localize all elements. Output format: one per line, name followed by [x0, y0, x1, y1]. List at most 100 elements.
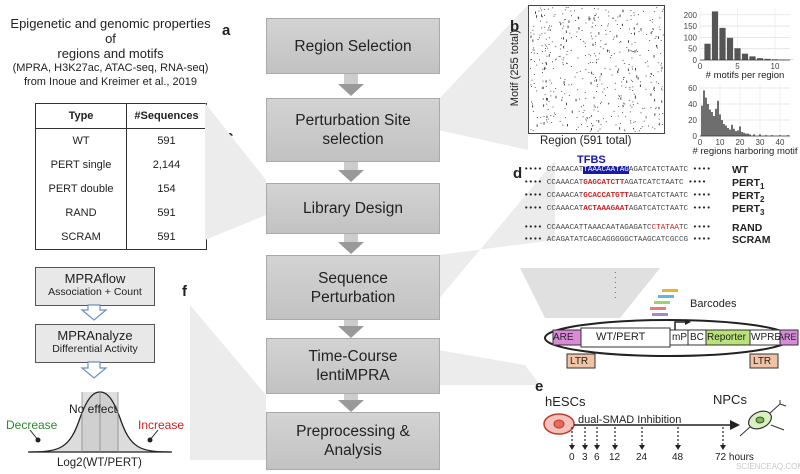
wedge-to-panel-d — [438, 160, 555, 300]
matrix-dot — [618, 106, 620, 107]
panel-label-b: b — [510, 18, 520, 35]
matrix-dot — [571, 66, 572, 67]
matrix-dot — [561, 37, 563, 39]
matrix-dot — [530, 67, 531, 69]
library-funnel — [520, 268, 660, 318]
matrix-dot — [594, 20, 596, 21]
matrix-dot — [588, 54, 590, 55]
matrix-dot — [609, 68, 611, 70]
matrix-dot — [650, 81, 652, 83]
matrix-dot — [590, 32, 592, 34]
matrix-dot — [595, 35, 597, 37]
step-label: Preprocessing & — [296, 423, 410, 440]
matrix-dot — [532, 106, 534, 108]
matrix-dot — [561, 91, 563, 92]
sequence-ellipsis: •••• — [683, 179, 707, 187]
sequence-row: •••• CCAAACATGCACCATGTTAGATCATCTAATC •••… — [524, 192, 711, 200]
matrix-dot — [539, 59, 540, 61]
matrix-dot — [589, 117, 590, 119]
matrix-dot — [613, 36, 615, 38]
distribution-xlabel: Log2(WT/PERT) — [57, 457, 142, 469]
matrix-dot — [643, 10, 644, 12]
matrix-dot — [634, 32, 635, 35]
matrix-dot — [585, 22, 587, 24]
matrix-dot — [546, 97, 547, 101]
matrix-dot — [552, 41, 554, 43]
flow-arrow-3 — [338, 242, 364, 254]
matrix-dot — [591, 123, 592, 124]
matrix-dot — [552, 7, 554, 9]
sequence-flank: AGATCATCTAATC — [624, 179, 684, 187]
matrix-dot — [546, 115, 548, 119]
matrix-dot — [543, 67, 545, 71]
matrix-dot — [559, 48, 561, 50]
matrix-dot — [566, 39, 567, 42]
histogram-bar — [723, 124, 725, 136]
matrix-dot — [542, 16, 543, 18]
timepoint-12: 12 — [609, 452, 621, 463]
sequence-type-label: PERT3 — [732, 203, 765, 218]
matrix-dot — [629, 87, 631, 88]
matrix-dot — [577, 89, 579, 91]
matrix-dot — [637, 23, 638, 25]
matrix-dot — [658, 36, 659, 39]
matrix-dot — [594, 80, 596, 82]
step-preprocessing-analysis: Preprocessing & Analysis — [266, 412, 440, 470]
sequence-ellipsis: •••• — [688, 236, 711, 244]
matrix-dot — [619, 14, 621, 17]
matrix-dot — [617, 70, 619, 73]
matrix-dot — [579, 98, 580, 100]
y-tick-label: 0 — [693, 132, 698, 141]
matrix-dot — [555, 95, 557, 99]
matrix-dot — [533, 110, 534, 112]
table-cell-count: 154 — [126, 177, 206, 201]
matrix-dot — [613, 110, 615, 112]
matrix-dot — [567, 123, 568, 127]
matrix-dot — [628, 99, 630, 101]
matrix-dot — [602, 48, 604, 50]
histogram-bar — [727, 128, 729, 136]
matrix-dot — [554, 114, 556, 115]
matrix-dot — [558, 56, 560, 58]
matrix-dot — [628, 49, 630, 52]
matrix-dot — [531, 79, 533, 81]
matrix-dot — [540, 116, 542, 118]
wt-pert-label: WT/PERT — [596, 331, 646, 343]
step-label: Analysis — [324, 442, 382, 459]
matrix-dot — [661, 89, 663, 91]
matrix-dot — [618, 96, 620, 97]
matrix-dot — [551, 25, 553, 27]
matrix-dot — [607, 49, 608, 52]
matrix-dot — [614, 82, 616, 84]
bc-label: BC — [690, 332, 704, 343]
matrix-dot — [645, 75, 647, 77]
histogram-bar — [731, 124, 733, 136]
sequence-type-label: PERT2 — [732, 190, 765, 205]
matrix-dot — [630, 120, 631, 122]
matrix-dot — [633, 12, 635, 14]
matrix-dot — [562, 22, 564, 24]
matrix-dot — [595, 43, 596, 45]
matrix-dot — [633, 128, 634, 129]
matrix-dot — [571, 37, 572, 39]
perturbed-site: ACTAAAGAAT — [583, 205, 629, 213]
matrix-dot — [534, 86, 536, 88]
matrix-dot — [650, 74, 652, 75]
histogram-bar — [703, 90, 705, 136]
matrix-dot — [544, 66, 546, 68]
matrix-dot — [601, 83, 603, 85]
matrix-dot — [652, 29, 654, 30]
matrix-dot — [544, 32, 546, 34]
matrix-dot — [597, 16, 599, 18]
matrix-dot — [635, 68, 636, 71]
matrix-dot — [635, 95, 636, 97]
matrix-dot — [659, 17, 661, 19]
table-cell-type: PERT single — [50, 159, 112, 171]
matrix-dot — [551, 82, 553, 84]
matrix-dot — [570, 10, 572, 12]
no-effect-label: No effect — [69, 402, 117, 416]
matrix-dot — [617, 115, 619, 117]
matrix-dot — [605, 95, 606, 97]
